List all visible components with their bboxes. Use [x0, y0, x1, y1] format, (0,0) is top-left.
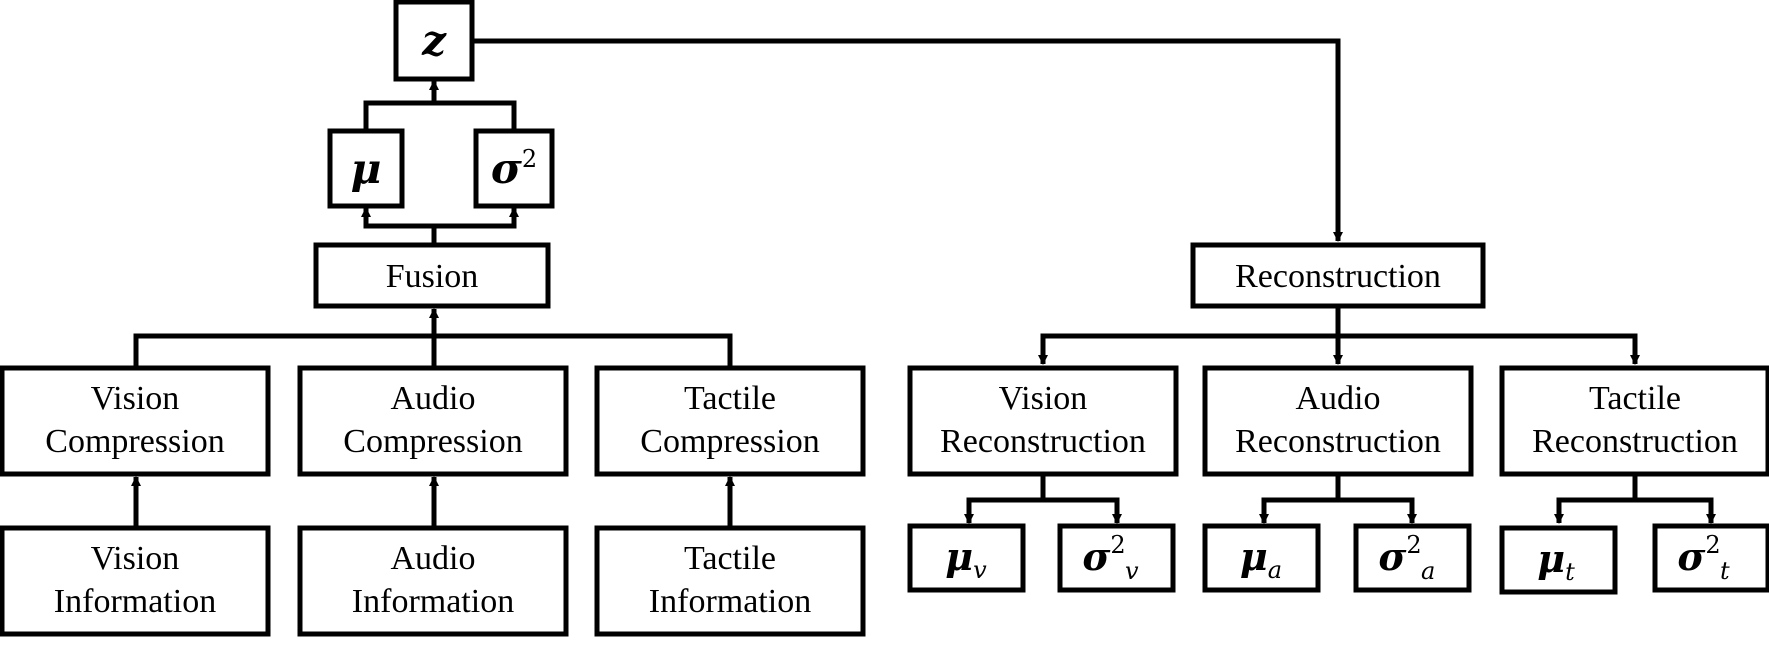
sigma-symbol: σ2 [491, 144, 537, 193]
compression-line1: Vision [91, 380, 180, 417]
reconstruction-to-tactile-arrow [1338, 333, 1640, 365]
reconstruction-line2: Reconstruction [940, 423, 1146, 460]
reconstruction-box-vision: Vision Reconstruction [907, 365, 1179, 477]
reconstruction-box: Reconstruction [1190, 242, 1486, 309]
output-sigma-audio: σ2 [1378, 531, 1421, 579]
compression-line2: Compression [45, 423, 224, 460]
sigma-box: σ2 [473, 128, 555, 209]
latent-to-reconstruction-arrow [472, 38, 1343, 242]
reconstruction-line1: Audio [1296, 380, 1381, 417]
information-box-audio: Audio Information [297, 525, 569, 637]
output-sigma-vision-box: σ2 v [1057, 523, 1176, 593]
reconstruction-box-audio: Audio Reconstruction [1202, 365, 1474, 477]
latent-box: z [393, 0, 475, 82]
compression-box-vision: Vision Compression [0, 365, 271, 477]
information-box-tactile: Tactile Information [594, 525, 866, 637]
compression-box-tactile: Tactile Compression [594, 365, 866, 477]
information-line2: Information [54, 583, 216, 620]
output-sigma-tactile: σ2 [1677, 531, 1720, 579]
information-line1: Vision [91, 540, 180, 577]
fusion-label: Fusion [386, 258, 479, 295]
reconstruction-label: Reconstruction [1235, 258, 1441, 295]
compression-box-audio: Audio Compression [297, 365, 569, 477]
mu-symbol: μ [351, 144, 382, 193]
output-sigma-tactile-box: σ2 t [1652, 523, 1769, 593]
output-mu-audio-box: μa [1202, 523, 1321, 593]
output-mu-tactile: μt [1537, 536, 1575, 586]
fusion-to-mu-arrow [361, 207, 434, 229]
output-mu-vision: μv [945, 534, 987, 584]
output-mu-vision-box: μv [907, 523, 1026, 593]
information-line1: Audio [391, 540, 476, 577]
reconstruction-line2: Reconstruction [1235, 423, 1441, 460]
reconstruction-line2: Reconstruction [1532, 423, 1738, 460]
latent-symbol: z [421, 16, 447, 65]
output-sigma-audio-sub: a [1421, 557, 1435, 585]
reconstruction-box-tactile: Tactile Reconstruction [1499, 365, 1769, 477]
output-sigma-tactile-sub: t [1720, 557, 1730, 585]
mu-box: μ [327, 128, 405, 209]
output-sigma-audio-box: σ2 a [1353, 523, 1472, 593]
fusion-box: Fusion [313, 242, 551, 309]
information-line2: Information [649, 583, 811, 620]
output-sigma-vision-sub: v [1125, 557, 1139, 585]
compression-line1: Audio [391, 380, 476, 417]
connectors [131, 38, 1716, 526]
information-box-vision: Vision Information [0, 525, 271, 637]
reconstruction-line1: Tactile [1589, 380, 1681, 417]
reconstruction-line1: Vision [999, 380, 1088, 417]
information-line2: Information [352, 583, 514, 620]
mu-sigma-to-latent-connector [363, 100, 517, 131]
compression-line1: Tactile [684, 380, 776, 417]
compression-line2: Compression [640, 423, 819, 460]
information-line1: Tactile [684, 540, 776, 577]
output-mu-audio: μa [1240, 534, 1282, 584]
fusion-to-sigma-arrow [434, 207, 519, 229]
output-sigma-vision: σ2 [1082, 531, 1125, 579]
reconstruction-to-vision-arrow [1038, 333, 1338, 365]
compression-line2: Compression [343, 423, 522, 460]
output-mu-tactile-box: μt [1499, 525, 1618, 595]
